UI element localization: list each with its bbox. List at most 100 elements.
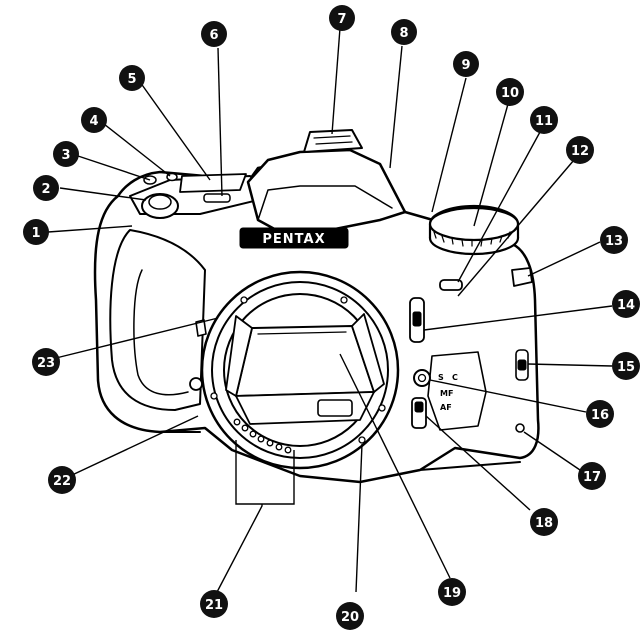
mode-label-c: C [452,373,458,382]
leader-14 [423,305,613,331]
callout-16: 16 [586,400,614,428]
mode-label-mf: MF [440,389,453,398]
camera-illustration [93,129,540,484]
leader-9 [431,77,467,213]
callout-12: 12 [566,136,594,164]
callout-17: 17 [578,462,606,490]
lcd-panel [179,173,247,193]
top-button-c [203,193,231,203]
leader-18 [425,415,531,511]
svg-text:10: 10 [501,86,519,101]
brand-label: PENTAX [262,232,325,247]
leader-5 [139,81,211,181]
grip-outline [109,229,206,411]
mount-screw [378,404,386,412]
shutter-release-top [148,194,172,210]
callouts: 1 2 3 4 5 6 7 8 9 10 11 12 13 14 15 16 1… [23,5,640,630]
af-lamp [195,319,207,337]
mount-screw [210,392,218,400]
callout-10: 10 [496,78,524,106]
svg-text:5: 5 [127,72,136,87]
svg-text:15: 15 [617,360,635,375]
leader-17 [523,431,581,471]
callout-3: 3 [53,141,79,167]
pentaprism-front [257,185,393,221]
leader-8 [389,45,403,169]
leader-21-bracket [235,440,295,505]
callout-13: 13 [600,226,628,254]
mode-label-s: S [438,373,444,382]
svg-text:20: 20 [341,610,359,625]
callout-19: 19 [438,578,466,606]
leader-10 [473,103,509,227]
leader-2 [59,187,147,201]
callout-14: 14 [612,290,640,318]
side-panel [427,351,487,431]
switch-14-knob [412,311,422,327]
body-bottom [159,431,521,471]
leader-3 [77,155,151,181]
leader-4 [103,123,171,177]
mount-screw [240,296,248,304]
leader-7 [331,27,341,135]
button-16-inner [417,373,427,383]
svg-text:1: 1 [31,226,40,241]
switch-18-knob [414,401,424,413]
leader-22 [69,415,199,477]
svg-text:2: 2 [41,182,50,197]
svg-text:14: 14 [617,298,635,313]
callout-6: 6 [201,21,227,47]
grip-inner [133,269,189,396]
svg-text:16: 16 [591,408,609,423]
leader-1 [47,225,133,233]
svg-text:21: 21 [205,598,223,613]
callout-7: 7 [329,5,355,31]
callout-5: 5 [119,65,145,91]
callout-22: 22 [48,466,76,494]
switch-15-knob [517,359,527,371]
lens-contacts [233,418,292,454]
callout-18: 18 [530,508,558,536]
svg-text:4: 4 [89,114,98,129]
hot-shoe [303,129,363,153]
leader-21 [215,504,263,595]
mode-label-af: AF [440,403,452,412]
leader-11 [457,131,541,283]
svg-text:9: 9 [461,58,470,73]
leader-16 [429,379,587,413]
callout-1: 1 [23,219,49,245]
svg-text:17: 17 [583,470,601,485]
callout-21: 21 [200,590,228,618]
leader-19 [339,353,451,579]
callout-9: 9 [453,51,479,77]
svg-text:8: 8 [399,26,408,41]
callout-11: 11 [530,106,558,134]
svg-text:7: 7 [337,12,346,27]
svg-text:6: 6 [209,28,218,43]
callout-20: 20 [336,602,364,630]
svg-text:19: 19 [443,586,461,601]
svg-text:3: 3 [61,148,70,163]
svg-text:11: 11 [535,114,553,129]
leader-lines [47,27,613,595]
lens-release-button [189,377,203,391]
dial-side-button [439,279,463,291]
leader-20 [355,443,363,593]
callout-2: 2 [33,175,59,201]
pentaprism [246,148,407,234]
mirror-right-wall [351,313,385,393]
leader-15 [527,363,613,367]
leader-12 [457,159,575,297]
callout-23: 23 [32,348,60,376]
leader-13 [527,241,601,277]
leader-23 [55,317,219,359]
brand-plate [239,227,349,249]
svg-text:22: 22 [53,474,71,489]
mount-screw [358,436,366,444]
mode-dial-knurl [433,231,511,247]
strap-lug [511,267,533,287]
callout-15: 15 [612,352,640,380]
af-coupler [317,399,353,417]
svg-text:13: 13 [605,234,623,249]
